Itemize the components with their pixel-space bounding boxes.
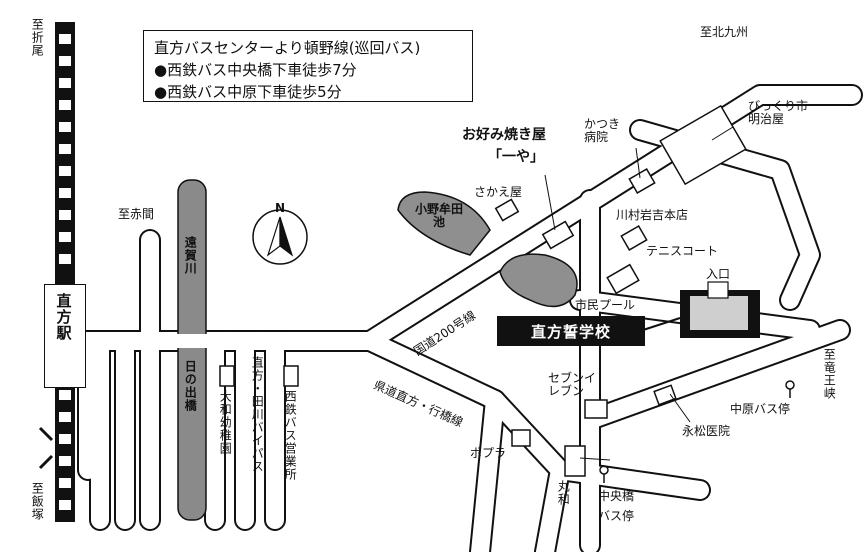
bypass-label: 直方・田川バイパス <box>250 356 265 473</box>
bus-stop-markers <box>599 380 795 483</box>
direction-akama: 至赤間 <box>118 207 155 221</box>
school-label: 直方誓学校 <box>497 316 645 346</box>
direction-ryuomine: 至竜王峡 <box>822 348 837 400</box>
hinodebashi-label: 日の出橋 <box>183 360 198 412</box>
legend-line-1: ●西鉄バス中央橋下車徒歩7分 <box>154 61 357 79</box>
civic-pool-label: 市民プール <box>575 298 636 312</box>
direction-kitakyushu: 至北九州 <box>700 25 749 39</box>
nakabaru-bus-stop-label: 中原バス停 <box>730 402 791 416</box>
school-building <box>690 296 748 330</box>
hinodebashi-bridge-gap <box>174 334 210 348</box>
school-pointer <box>639 317 681 332</box>
legend-line-2: ●西鉄バス中原下車徒歩5分 <box>154 83 342 101</box>
popura-label: ポプラ <box>470 446 507 460</box>
direction-iizuka: 至飯塚 <box>30 482 45 521</box>
tennis-court-label: テニスコート <box>646 244 719 258</box>
kawamura-label: 川村岩吉本店 <box>616 208 689 222</box>
katsuki-hospital-label: かつき病院 <box>584 117 621 145</box>
compass-icon <box>252 209 308 265</box>
direction-orio: 至折尾 <box>30 18 45 57</box>
seven-eleven-label: セブンイレブン <box>548 371 597 399</box>
maruwa-label: 丸和 <box>556 480 571 506</box>
legend-box: 直方バスセンターより頓野線(巡回バス) ●西鉄バス中央橋下車徒歩7分 ●西鉄バス… <box>143 30 473 102</box>
pond-label: 小野牟田池 <box>414 202 463 230</box>
pond-south <box>499 253 578 308</box>
chuobashi-label-1: 中央橋 <box>598 489 635 503</box>
station-label: 直方駅 <box>54 293 73 341</box>
sakaeya-label: さかえ屋 <box>474 185 523 199</box>
roads <box>77 84 863 552</box>
ongagawa-label: 遠賀川 <box>183 236 198 275</box>
buildings <box>219 104 747 477</box>
railway-line <box>55 22 75 522</box>
ongagawa-river <box>177 179 207 521</box>
yamato-kindergarten-label: 大和幼稚園 <box>218 390 233 455</box>
compass-north-label: N <box>275 201 286 215</box>
railway-stripes <box>59 34 71 510</box>
nishitetsu-office-label: 西鉄バス営業所 <box>283 390 298 481</box>
legend-title: 直方バスセンターより頓野線(巡回バス) <box>154 39 421 57</box>
nogata-station: 直方駅 <box>44 284 86 388</box>
okonomiyaki-label: お好み焼き屋 <box>462 127 546 143</box>
leader-lines <box>544 126 734 461</box>
entrance-label: 入口 <box>706 267 731 281</box>
nagamatsu-label: 永松医院 <box>682 424 731 438</box>
bikkuri-label: びっくり市明治屋 <box>748 99 809 127</box>
pond-onomuta <box>397 191 491 256</box>
ichiya-label: 「一や」 <box>488 149 544 165</box>
school-entrance-marker <box>707 281 729 299</box>
chuobashi-label-2: バス停 <box>598 509 635 523</box>
